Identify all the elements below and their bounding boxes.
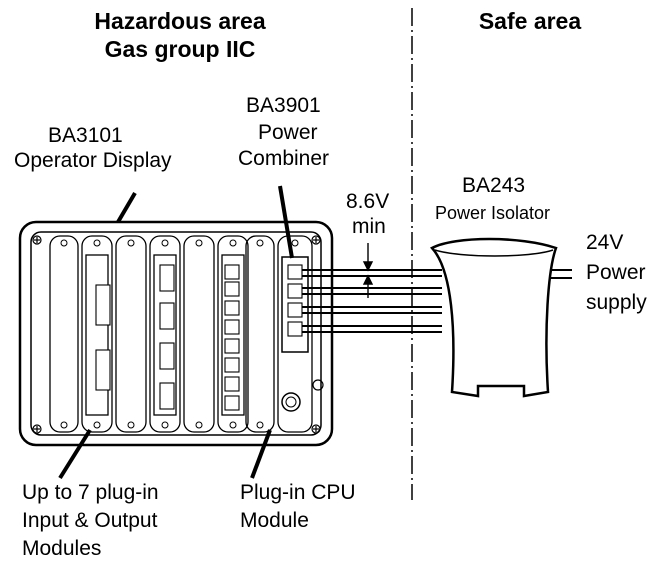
power-isolator-model: BA243 [462, 174, 526, 197]
leader-lines [58, 185, 294, 480]
cpu-line2: Module [240, 509, 309, 532]
supply-voltage: 24V [586, 231, 624, 254]
operator-display-model: BA3101 [48, 124, 123, 147]
supply-line3: supply [586, 291, 647, 314]
cpu-knob [281, 392, 301, 412]
terminal-blocks [95, 264, 303, 411]
operator-display-enclosure [18, 220, 334, 447]
voltage-qualifier: min [352, 215, 386, 238]
modules-line3: Modules [22, 537, 102, 560]
voltage-arrows [362, 243, 374, 298]
modules-line2: Input & Output [22, 509, 158, 532]
module-slots [49, 235, 313, 433]
power-combiner-line3: Combiner [238, 147, 330, 170]
power-combiner-body [281, 256, 309, 353]
power-isolator-body [429, 237, 558, 398]
hazardous-title: Hazardous area [94, 8, 266, 34]
power-combiner-line2: Power [258, 121, 318, 144]
cpu-line1: Plug-in CPU [240, 481, 356, 504]
safe-area-title: Safe area [478, 8, 582, 34]
voltage-value: 8.6V [346, 190, 390, 213]
gland-icon [312, 379, 324, 391]
modules-line1: Up to 7 plug-in [22, 481, 159, 504]
operator-display-name: Operator Display [14, 149, 172, 172]
gas-group-label: Gas group IIC [104, 36, 256, 62]
power-combiner-model: BA3901 [246, 94, 321, 117]
supply-line2: Power [586, 261, 646, 284]
power-isolator-name: Power Isolator [435, 203, 551, 223]
